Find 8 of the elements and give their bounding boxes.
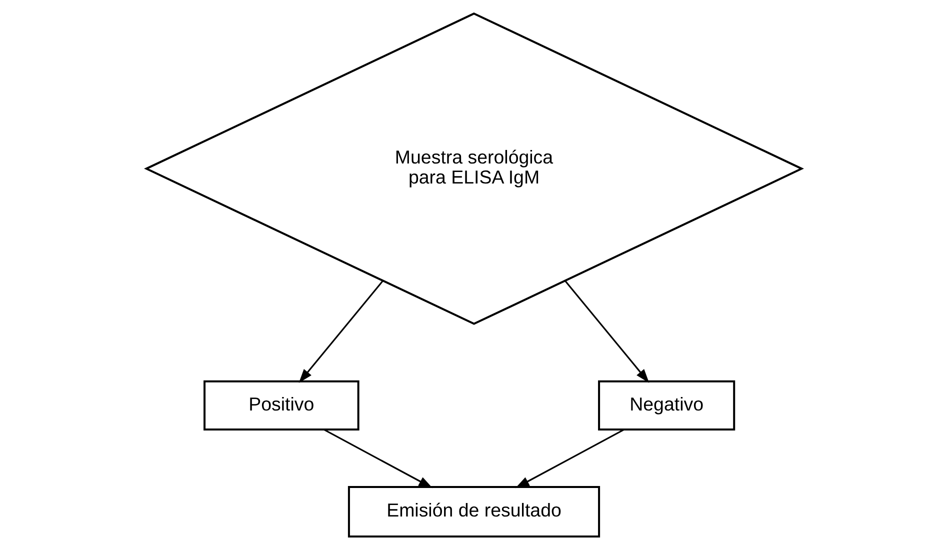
node-diamond: Muestra serológica para ELISA IgM [144,12,804,325]
node-box: Positivo [203,380,359,430]
node-box: Negativo [598,380,735,430]
arrow [564,280,649,383]
node-box: Emisión de resultado [347,486,600,538]
arrow [298,280,383,383]
arrow [322,428,432,488]
arrow [514,428,624,488]
